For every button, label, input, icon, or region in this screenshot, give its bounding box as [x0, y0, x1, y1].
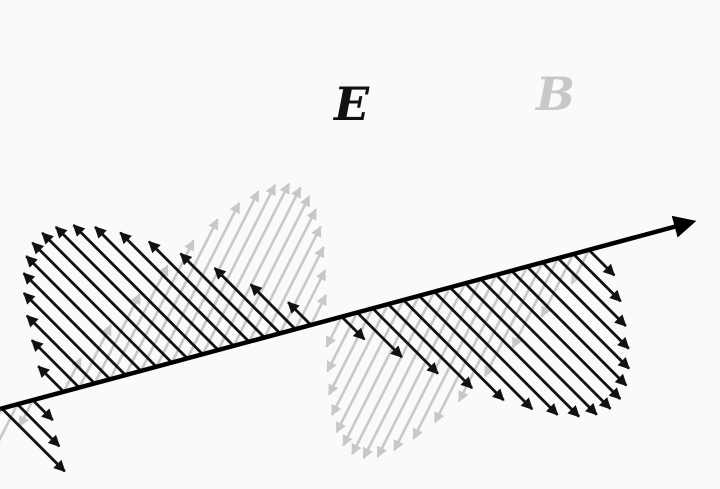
electric-field-arrow: [371, 307, 439, 375]
electric-field-arrow: [213, 267, 281, 335]
electric-field-arrow: [557, 257, 627, 327]
electric-field-arrow: [418, 294, 534, 411]
magnetic-field-arrow: [155, 201, 241, 368]
magnetic-field-label: B: [534, 67, 575, 121]
electric-field-arrow: [387, 303, 473, 390]
electric-field-arrow: [119, 231, 235, 347]
electric-field-arrow: [0, 407, 66, 473]
electric-field-arrow: [94, 226, 220, 351]
electric-field-arrow: [22, 292, 112, 381]
electric-field-arrow: [479, 278, 612, 410]
electric-field-arrow: [448, 286, 580, 418]
electric-field-arrow: [587, 248, 616, 277]
electric-field-arrow: [340, 315, 366, 341]
electric-field-vectors: [0, 224, 630, 473]
magnetic-field-arrow: [309, 294, 328, 326]
magnetic-field-arrow: [294, 269, 327, 330]
magnetic-field-arrow: [351, 291, 436, 456]
electric-field-arrow: [402, 299, 505, 402]
electric-field-arrow: [148, 240, 251, 343]
electric-field-arrow: [526, 265, 630, 370]
electric-field-arrow: [249, 283, 297, 331]
electric-field-arrow: [72, 224, 204, 356]
electric-field-arrow: [41, 231, 173, 364]
magnetic-field-arrow: [483, 261, 544, 378]
magnetic-field-arrow: [0, 407, 4, 416]
electric-field-arrow: [572, 253, 622, 303]
magnetic-field-arrow: [247, 208, 318, 343]
magnetic-field-arrow: [108, 264, 169, 380]
electric-field-arrow: [541, 261, 630, 350]
electric-field-arrow: [22, 272, 127, 377]
magnetic-field-arrow: [511, 257, 560, 349]
magnetic-field-arrow: [186, 183, 277, 359]
magnetic-field-arrow: [263, 225, 322, 339]
electric-field-arrow: [433, 290, 559, 416]
electric-field-arrow: [25, 255, 142, 372]
magnetic-field-arrow: [330, 303, 390, 416]
electric-field-arrow: [37, 365, 65, 393]
magnetic-field-arrow: [412, 274, 498, 440]
electric-field-arrow: [356, 311, 403, 359]
magnetic-field-arrow: [93, 293, 141, 384]
electric-field-arrow: [179, 252, 266, 339]
electric-field-arrow: [464, 282, 598, 416]
magnetic-field-arrow: [362, 286, 452, 459]
electric-field-arrow: [54, 226, 189, 360]
magnetic-field-arrow: [201, 182, 291, 355]
magnetic-field-arrow: [217, 186, 302, 351]
electric-field-arrow: [25, 314, 96, 385]
magnetic-field-arrow: [326, 311, 359, 373]
magnetic-field-arrow: [0, 403, 19, 442]
magnetic-field-arrow: [376, 282, 467, 458]
electric-field-arrow: [495, 273, 622, 400]
electric-field-arrow: [30, 339, 81, 389]
magnetic-field-arrow: [327, 307, 374, 396]
magnetic-field-arrow: [335, 299, 405, 434]
electric-field-arrow: [31, 399, 54, 421]
electric-field-arrow: [510, 269, 628, 387]
electric-field-arrow: [31, 241, 158, 368]
electric-field-arrow: [287, 301, 312, 326]
magnetic-field-arrow: [325, 316, 343, 348]
magnetic-field-arrow: [278, 246, 325, 334]
propagation-axis-arrow: [0, 215, 697, 412]
magnetic-field-arrow: [570, 249, 591, 285]
magnetic-field-arrow: [62, 357, 82, 393]
electric-field-label: E: [332, 77, 370, 131]
electric-field-arrow: [16, 403, 61, 448]
